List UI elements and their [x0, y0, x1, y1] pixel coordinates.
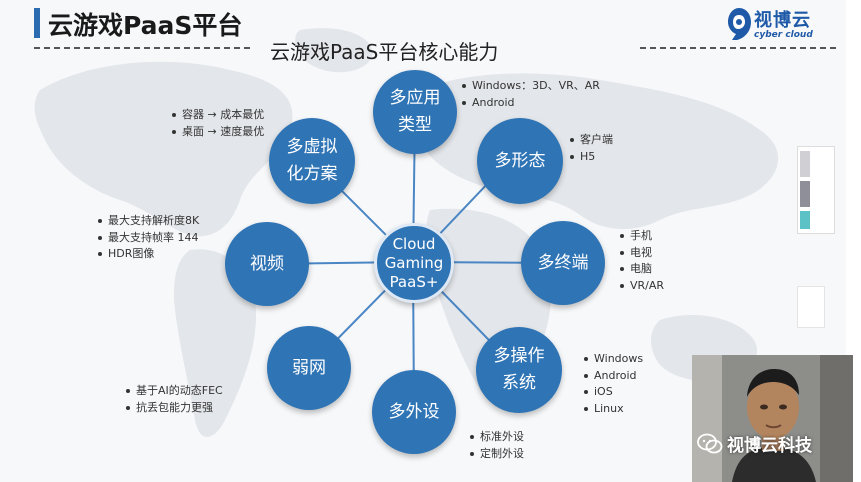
slide-subtitle: 云游戏PaaS平台核心能力 — [270, 40, 499, 64]
bullet-terminals-4: VR/AR — [618, 278, 664, 295]
bullet-forms-2: H5 — [568, 149, 613, 166]
presenter-video-image — [692, 355, 853, 482]
bullet-app-types-1: Windows：3D、VR、AR — [460, 78, 600, 95]
bullet-os-1: Windows — [582, 351, 643, 368]
side-thumbnail-widget — [797, 146, 835, 234]
bullet-os-3: iOS — [582, 384, 643, 401]
node-terminals: 多终端 — [521, 221, 605, 305]
node-virtualization-label: 多虚拟 化方案 — [286, 137, 338, 184]
bullet-terminals-2: 电视 — [618, 245, 664, 262]
node-peripherals-label: 多外设 — [388, 401, 440, 422]
node-forms-label: 多形态 — [494, 150, 546, 171]
company-logo: 视博云 cyber cloud — [726, 4, 836, 44]
bullet-forms-1: 客户端 — [568, 132, 613, 149]
bullet-app-types-2: Android — [460, 95, 600, 112]
bullets-terminals: 手机 电视 电脑 VR/AR — [618, 228, 664, 294]
title-accent-bar — [34, 8, 40, 38]
logo-name-en: cyber cloud — [754, 30, 813, 40]
bullet-terminals-1: 手机 — [618, 228, 664, 245]
bullets-app-types: Windows：3D、VR、AR Android — [460, 78, 600, 111]
node-os: 多操作 系统 — [476, 327, 562, 413]
node-terminals-label: 多终端 — [537, 252, 589, 273]
webcam-video-overlay[interactable] — [692, 355, 853, 482]
title-divider-left — [34, 47, 250, 49]
slide-title: 云游戏PaaS平台 — [48, 11, 243, 40]
node-peripherals: 多外设 — [372, 370, 456, 454]
watermark-text: 视博云科技 — [727, 436, 812, 456]
node-virtualization: 多虚拟 化方案 — [269, 118, 355, 204]
bullets-peripherals: 标准外设 定制外设 — [468, 429, 524, 462]
wechat-watermark: 视博云科技 — [697, 431, 812, 456]
bullet-peripherals-1: 标准外设 — [468, 429, 524, 446]
bullet-peripherals-2: 定制外设 — [468, 446, 524, 463]
cyber-cloud-logo-icon — [728, 8, 751, 40]
bullet-virtualization-1: 容器 → 成本最优 — [170, 107, 264, 124]
bullets-virtualization: 容器 → 成本最优 桌面 → 速度最优 — [170, 107, 264, 140]
node-app-types: 多应用 类型 — [373, 70, 457, 154]
bullet-os-2: Android — [582, 368, 643, 385]
node-video: 视频 — [225, 222, 309, 306]
bullet-weak-network-2: 抗丢包能力更强 — [124, 400, 223, 417]
bullet-video-3: HDR图像 — [96, 246, 199, 263]
node-weak-network: 弱网 — [267, 326, 351, 410]
bullets-os: Windows Android iOS Linux — [582, 351, 643, 417]
node-os-label: 多操作 系统 — [493, 346, 545, 393]
bullet-video-1: 最大支持解析度8K — [96, 213, 199, 230]
side-thumbnail-widget-2 — [797, 286, 825, 328]
node-app-types-label: 多应用 类型 — [389, 88, 441, 135]
bullets-video: 最大支持解析度8K 最大支持帧率 144 HDR图像 — [96, 213, 199, 263]
bullet-virtualization-2: 桌面 → 速度最优 — [170, 124, 264, 141]
center-node-label: Cloud Gaming PaaS+ — [384, 234, 444, 291]
node-forms: 多形态 — [477, 118, 563, 204]
bullets-weak-network: 基于AI的动态FEC 抗丢包能力更强 — [124, 383, 223, 416]
node-weak-network-label: 弱网 — [292, 357, 326, 378]
bullet-os-4: Linux — [582, 401, 643, 418]
bullet-terminals-3: 电脑 — [618, 261, 664, 278]
bullets-forms: 客户端 H5 — [568, 132, 613, 165]
node-video-label: 视频 — [250, 253, 284, 274]
logo-name-cn: 视博云 — [754, 10, 811, 31]
center-node: Cloud Gaming PaaS+ — [374, 223, 454, 303]
title-divider-right — [640, 47, 836, 49]
bullet-video-2: 最大支持帧率 144 — [96, 230, 199, 247]
wechat-icon — [697, 433, 723, 453]
bullet-weak-network-1: 基于AI的动态FEC — [124, 383, 223, 400]
